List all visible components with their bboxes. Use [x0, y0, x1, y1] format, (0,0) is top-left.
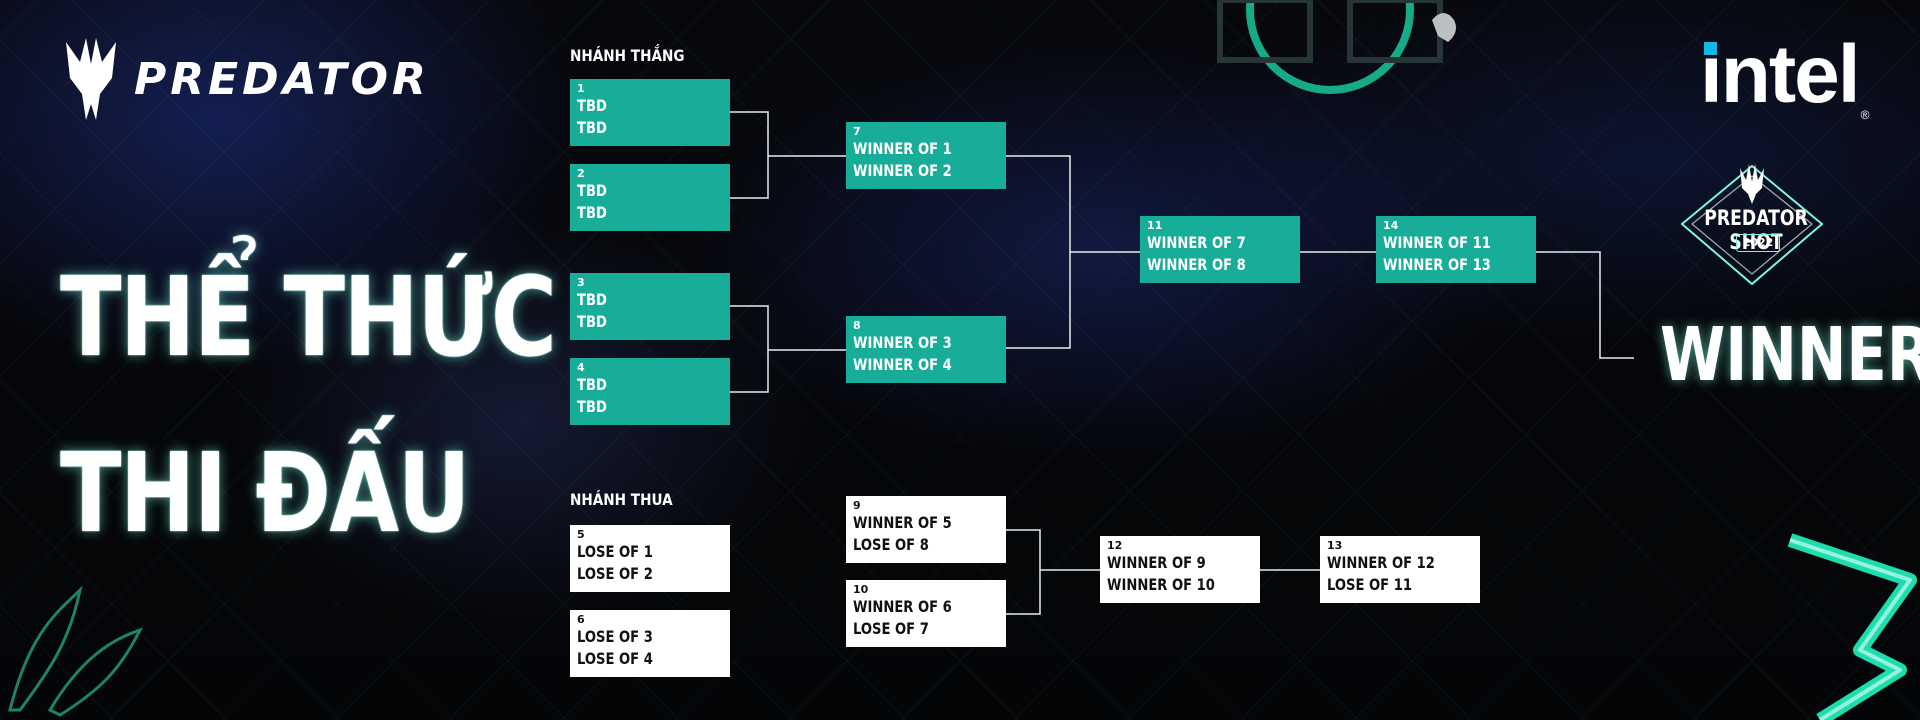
- match-slot-a: TBD: [577, 181, 607, 200]
- intel-wordmark: intel: [1700, 29, 1861, 120]
- match-slot-a: WINNER OF 1: [853, 139, 952, 158]
- match-slot-b: WINNER OF 2: [853, 161, 952, 180]
- match-slot-b: TBD: [577, 312, 607, 331]
- match-number: 7: [853, 125, 861, 138]
- connector-7-8: [1006, 155, 1140, 349]
- match-slot-b: WINNER OF 10: [1107, 575, 1215, 594]
- neon-ring-decoration: [1217, 0, 1456, 94]
- match-number: 10: [853, 583, 869, 596]
- match-slot-a: WINNER OF 9: [1107, 553, 1206, 572]
- match-slot-b: TBD: [577, 397, 607, 416]
- match-number: 5: [577, 528, 585, 541]
- lower-bracket-label: NHÁNH THUA: [570, 490, 673, 509]
- match-slot-a: WINNER OF 5: [853, 513, 952, 532]
- match-slot-b: LOSE OF 2: [577, 564, 653, 583]
- predator-claw-icon: [66, 38, 116, 120]
- match-number: 9: [853, 499, 861, 512]
- match-slot-b: LOSE OF 7: [853, 619, 929, 638]
- event-year: 2022: [1736, 234, 1780, 252]
- predator-wordmark: PREDATOR: [134, 53, 430, 105]
- connector-9-10: [1006, 529, 1100, 615]
- match-number: 1: [577, 82, 585, 95]
- predator-shot-badge: [1680, 164, 1824, 286]
- match-slot-b: WINNER OF 4: [853, 355, 952, 374]
- match-number: 6: [577, 613, 585, 626]
- match-number: 14: [1383, 219, 1399, 232]
- match-slot-b: TBD: [577, 118, 607, 137]
- predator-logo: PREDATOR: [62, 34, 430, 124]
- match-number: 11: [1147, 219, 1163, 232]
- connector-1-2: [730, 111, 848, 199]
- match-number: 8: [853, 319, 861, 332]
- match-slot-a: WINNER OF 12: [1327, 553, 1435, 572]
- leaf-decoration: [8, 585, 143, 717]
- match-slot-b: LOSE OF 11: [1327, 575, 1412, 594]
- match-slot-b: TBD: [577, 203, 607, 222]
- match-slot-a: LOSE OF 1: [577, 542, 653, 561]
- final-winner-label: WINNER: [1660, 312, 1920, 398]
- match-number: 13: [1327, 539, 1343, 552]
- match-number: 12: [1107, 539, 1123, 552]
- intel-logo: intel®: [1700, 29, 1869, 122]
- upper-bracket-label: NHÁNH THẮNG: [570, 46, 685, 65]
- connector-14-winner: [1534, 251, 1634, 359]
- match-slot-a: TBD: [577, 290, 607, 309]
- match-number: 3: [577, 276, 585, 289]
- match-slot-b: WINNER OF 13: [1383, 255, 1491, 274]
- match-number: 2: [577, 167, 585, 180]
- match-slot-a: WINNER OF 11: [1383, 233, 1491, 252]
- match-slot-a: WINNER OF 6: [853, 597, 952, 616]
- match-number: 4: [577, 361, 585, 374]
- match-slot-a: LOSE OF 3: [577, 627, 653, 646]
- page-title-line2: THI ĐẤU: [60, 429, 471, 557]
- match-slot-a: TBD: [577, 96, 607, 115]
- match-slot-a: WINNER OF 7: [1147, 233, 1246, 252]
- match-slot-a: TBD: [577, 375, 607, 394]
- connector-3-4: [730, 305, 848, 393]
- match-slot-b: LOSE OF 4: [577, 649, 653, 668]
- match-slot-b: LOSE OF 8: [853, 535, 929, 554]
- intel-dot-icon: [1704, 42, 1717, 55]
- match-slot-a: WINNER OF 3: [853, 333, 952, 352]
- neon-lightning-decoration: [1787, 533, 1917, 720]
- match-slot-b: WINNER OF 8: [1147, 255, 1246, 274]
- page-title-line1: THỂ THỨC: [60, 253, 557, 381]
